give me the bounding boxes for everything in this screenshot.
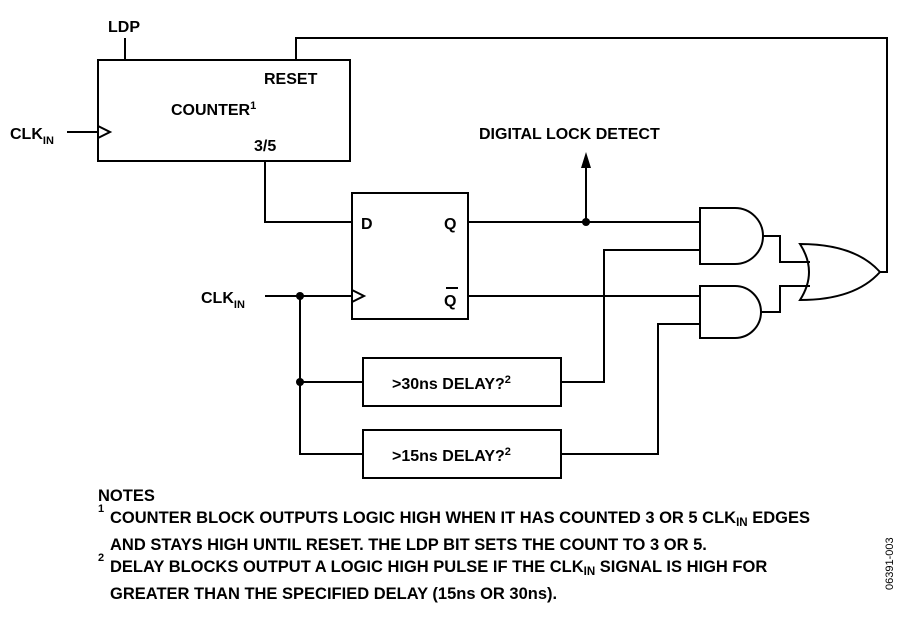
counter-note-ref: 1	[250, 100, 256, 112]
reset-label: RESET	[264, 71, 318, 88]
clk-in-label-counter: CLKIN	[10, 126, 54, 147]
note-2-text-b: SIGNAL IS HIGH FOR GREATER THAN THE SPEC…	[110, 558, 768, 603]
reset-feedback-wire	[295, 37, 888, 273]
ff-clock-arrow	[351, 289, 367, 303]
note-2-text-a: DELAY BLOCKS OUTPUT A LOGIC HIGH PULSE I…	[110, 558, 584, 576]
junction-clk-ff	[296, 292, 304, 300]
note-1-text-a: COUNTER BLOCK OUTPUTS LOGIC HIGH WHEN IT…	[110, 509, 737, 527]
clk-text: CLK	[10, 126, 43, 143]
counter-block	[97, 59, 351, 162]
delay15-label: >15ns DELAY?2	[392, 446, 511, 465]
note-1-text-b: EDGES AND STAYS HIGH UNTIL RESET. THE LD…	[110, 509, 811, 554]
delay30-text: >30ns DELAY?	[392, 376, 505, 393]
and1-out-wire	[763, 235, 810, 263]
delay15-note-ref: 2	[505, 446, 511, 458]
qbar-pin-label: Q	[444, 293, 456, 310]
count-out-label: 3/5	[254, 138, 276, 155]
clk-text-2: CLK	[201, 290, 234, 307]
counter-label: COUNTER1	[171, 100, 256, 119]
q-pin-label: Q	[444, 216, 456, 233]
junction-clk-delay	[296, 378, 304, 386]
clk-sub-text: IN	[43, 135, 54, 147]
delay15-text: >15ns DELAY?	[392, 448, 505, 465]
and-gate-2	[699, 285, 762, 339]
counter-clock-arrow	[97, 125, 113, 139]
clk-in-label-ff: CLKIN	[201, 290, 245, 311]
note-1-sub: IN	[736, 517, 748, 529]
d-flip-flop	[351, 192, 469, 320]
delay30-label: >30ns DELAY?2	[392, 374, 511, 393]
ldp-label: LDP	[108, 19, 140, 36]
and-gate-1	[699, 207, 764, 265]
clk-delay-bus	[299, 296, 363, 455]
lock-detect-arrowhead	[581, 152, 591, 168]
notes-heading: NOTES	[98, 487, 155, 505]
digital-lock-detect-label: DIGITAL LOCK DETECT	[479, 126, 660, 143]
junction-q	[582, 218, 590, 226]
delay30-note-ref: 2	[505, 374, 511, 386]
document-id: 06391-003	[884, 537, 896, 590]
note-2-sub: IN	[583, 566, 596, 578]
clk-sub-text-2: IN	[234, 299, 245, 311]
note-1-number: 1	[98, 503, 105, 515]
count-to-d-wire	[264, 161, 352, 223]
and2-out-wire	[761, 285, 810, 313]
delay15-out-wire	[561, 323, 700, 455]
note-2-number: 2	[98, 552, 105, 564]
counter-text: COUNTER	[171, 102, 251, 119]
or-gate	[798, 242, 882, 302]
delay30-out-wire	[561, 249, 700, 383]
d-pin-label: D	[361, 216, 373, 233]
